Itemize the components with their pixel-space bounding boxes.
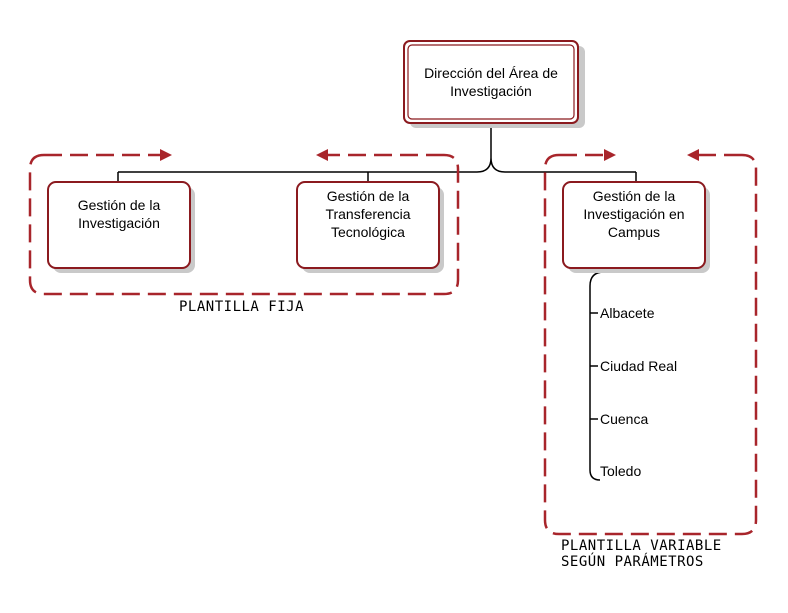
connector-lines xyxy=(117,127,637,481)
node-gestion-transferencia: Gestión de la Transferencia Tecnológica xyxy=(325,188,411,240)
node-root: Dirección del Área de Investigación xyxy=(424,65,558,99)
node-gestion-campus: Gestión de la Investigación en Campus xyxy=(583,188,685,240)
group-variable-dashed-box xyxy=(543,153,758,536)
campus-item-ciudad-real: Ciudad Real xyxy=(600,358,678,374)
node-box-gestion-campus xyxy=(562,181,710,273)
label-plantilla-fija: PLANTILLA FIJA xyxy=(179,299,305,315)
campus-item-albacete: Albacete xyxy=(600,305,655,321)
campus-bracket xyxy=(589,271,605,481)
node-box-gestion-transferencia xyxy=(296,181,444,273)
campus-item-cuenca: Cuenca xyxy=(600,411,649,427)
node-gestion-investigacion: Gestión de la Investigación xyxy=(77,197,161,231)
label-plantilla-variable: PLANTILLA VARIABLE SEGÚN PARÁMETROS xyxy=(561,538,722,570)
root-connector xyxy=(118,127,636,173)
root-node-box xyxy=(403,40,585,128)
campus-item-toledo: Toledo xyxy=(600,463,642,479)
group-fixed-dashed-box xyxy=(28,153,460,296)
node-box-gestion-investigacion xyxy=(47,181,195,273)
